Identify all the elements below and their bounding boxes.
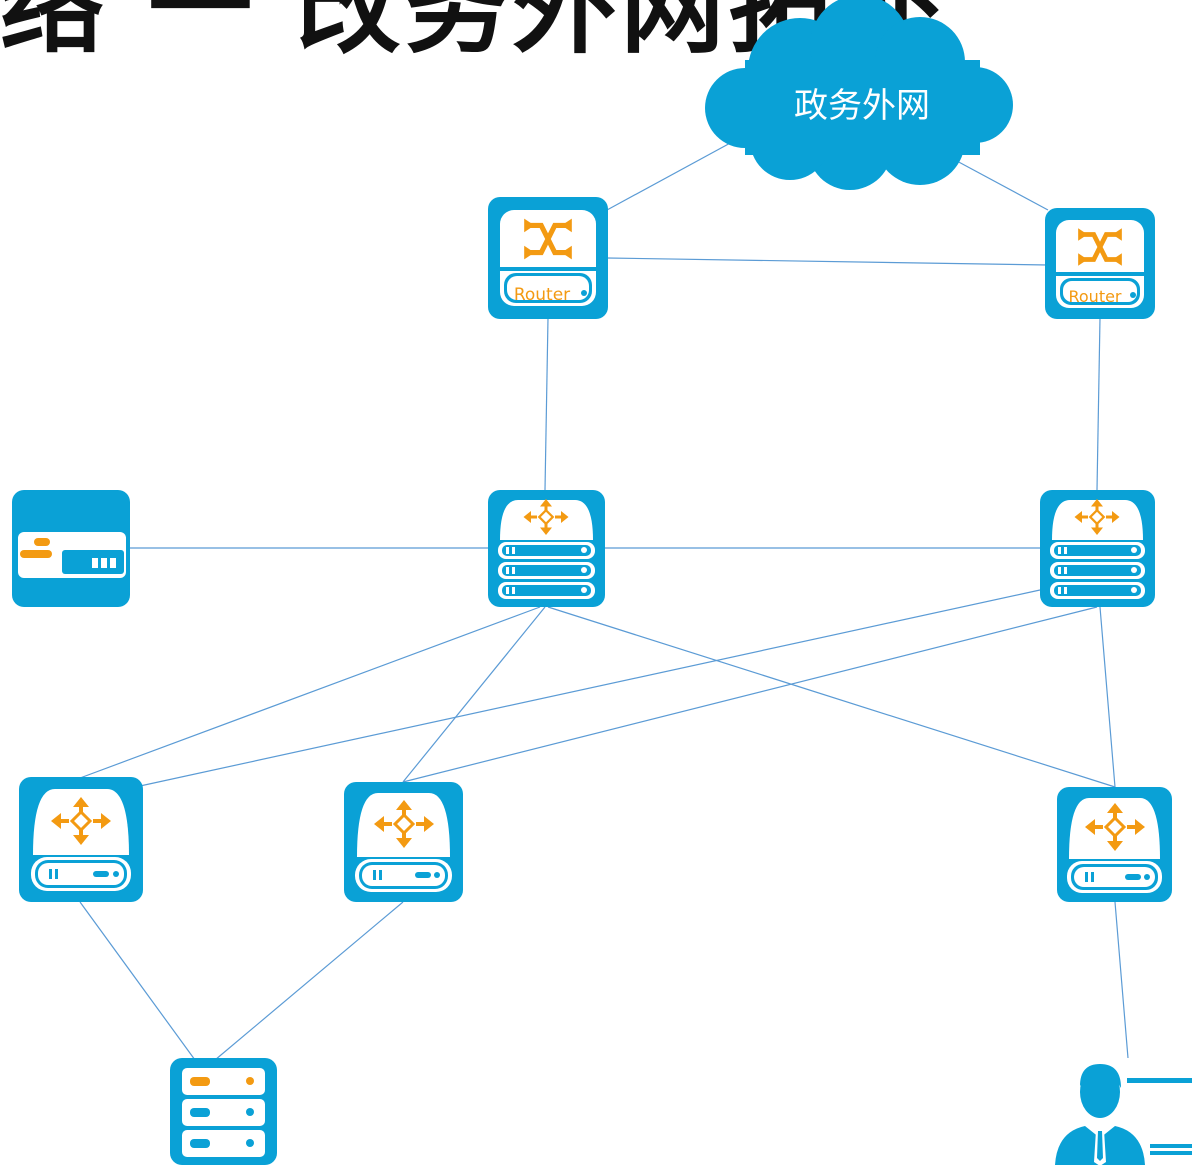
link-core-right-access-1 bbox=[139, 589, 1041, 787]
router-left-label: Router bbox=[514, 285, 570, 305]
cloud-label: 政务外网 bbox=[794, 86, 930, 126]
router-right-label: Router bbox=[1068, 287, 1121, 306]
router-right[interactable]: Router bbox=[1045, 208, 1155, 319]
link-core-left-access-1 bbox=[79, 606, 541, 779]
switch-icon bbox=[355, 793, 452, 892]
cloud-node: 政务外网 bbox=[705, 0, 1013, 190]
router-icon bbox=[500, 210, 596, 306]
cloud-icon bbox=[705, 0, 1013, 190]
server-icon bbox=[182, 1068, 265, 1157]
router-icon bbox=[1056, 220, 1144, 308]
access-switch-3[interactable] bbox=[1057, 787, 1172, 902]
network-links bbox=[79, 134, 1129, 1061]
link-core-left-access-3 bbox=[547, 606, 1116, 788]
user-icon bbox=[1055, 1064, 1192, 1165]
link-cloud-router-right bbox=[954, 159, 1049, 211]
core-switch-right[interactable] bbox=[1040, 490, 1155, 607]
server-node[interactable] bbox=[170, 1058, 277, 1165]
link-access-1-server bbox=[79, 901, 196, 1061]
link-core-left-access-2 bbox=[402, 606, 546, 783]
user-node[interactable] bbox=[1055, 1064, 1192, 1165]
router-left[interactable]: Router bbox=[488, 197, 608, 319]
link-core-right-access-2 bbox=[402, 606, 1098, 783]
switch-icon bbox=[1067, 798, 1162, 893]
switch-icon bbox=[31, 789, 131, 891]
core-switch-icon bbox=[498, 497, 595, 599]
link-access-3-user bbox=[1114, 901, 1129, 1059]
link-core-right-access-3 bbox=[1099, 606, 1116, 788]
link-cloud-router-left bbox=[606, 134, 746, 211]
access-switch-1[interactable] bbox=[19, 777, 143, 902]
firewall-node[interactable] bbox=[12, 490, 130, 607]
link-router-left-router-right bbox=[606, 257, 1049, 266]
core-switch-left[interactable] bbox=[488, 490, 605, 607]
core-switch-icon bbox=[1050, 497, 1145, 599]
link-router-right-core-right bbox=[1096, 317, 1101, 491]
firewall-icon bbox=[18, 532, 126, 578]
link-router-left-core-left bbox=[544, 317, 549, 491]
link-access-2-server bbox=[214, 901, 404, 1061]
access-switch-2[interactable] bbox=[344, 782, 463, 902]
